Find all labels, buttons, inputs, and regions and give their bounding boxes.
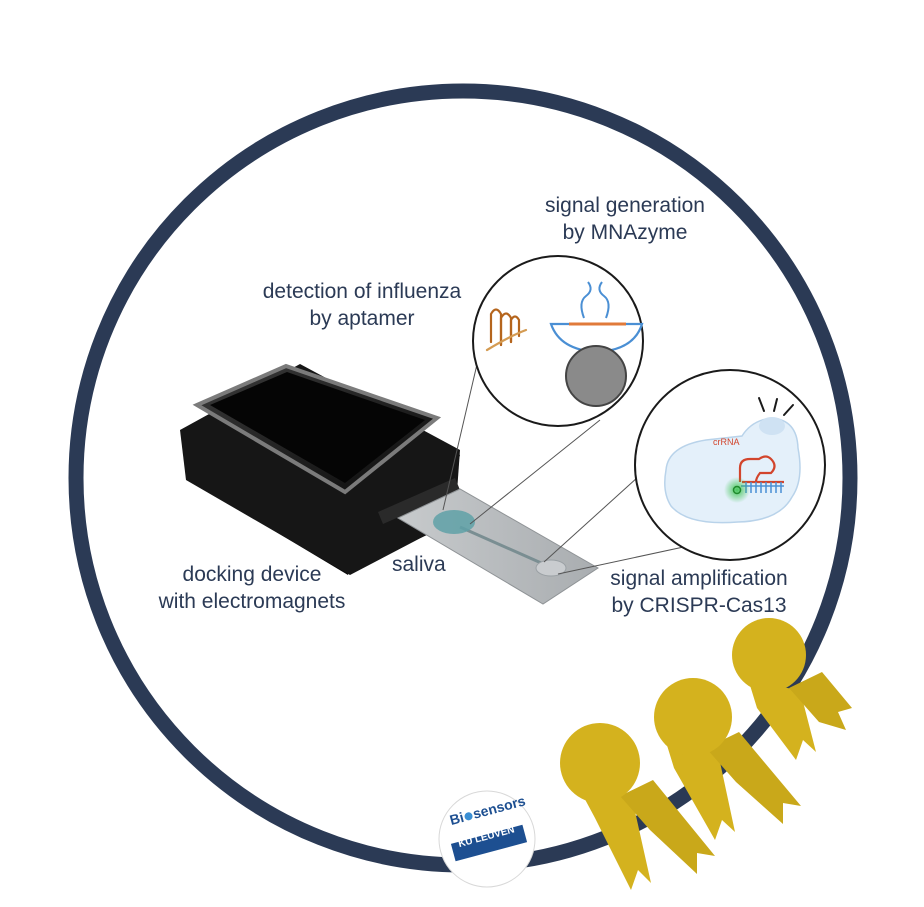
label-crrna: crRNA bbox=[713, 437, 740, 447]
label-docking-line2: with electromagnets bbox=[158, 590, 346, 613]
award-ribbons bbox=[560, 618, 852, 890]
device-slot bbox=[378, 478, 460, 524]
mnazyme-icon bbox=[549, 281, 644, 354]
award-ribbon-icon bbox=[560, 723, 715, 890]
label-crispr-line1: signal amplification bbox=[610, 567, 788, 590]
label-aptamer-line2: by aptamer bbox=[309, 307, 415, 330]
device-top-screen bbox=[210, 372, 425, 483]
label-mnazyme-line2: by MNAzyme bbox=[562, 221, 688, 244]
label-aptamer-line1: detection of influenza bbox=[262, 280, 462, 303]
label-mnazyme-line1: signal generation bbox=[545, 194, 705, 217]
cas13-lobe bbox=[759, 417, 785, 435]
zoom-circle-crispr bbox=[634, 369, 826, 561]
docking-device bbox=[180, 363, 460, 575]
fluorophore-icon bbox=[732, 485, 742, 495]
label-crispr-line2: by CRISPR-Cas13 bbox=[611, 594, 787, 617]
label-docking-line1: docking device bbox=[182, 563, 322, 586]
magnetic-bead-icon bbox=[565, 345, 627, 407]
label-crispr: signal amplification by CRISPR-Cas13 bbox=[586, 565, 812, 619]
award-ribbon-icon bbox=[654, 678, 801, 840]
test-strip bbox=[396, 488, 599, 605]
cas13-protein-icon bbox=[664, 417, 801, 524]
biosensors-logo bbox=[438, 790, 536, 888]
strip-channel bbox=[459, 525, 549, 568]
aptamer-icon bbox=[485, 308, 528, 352]
label-docking: docking device with electromagnets bbox=[127, 561, 377, 615]
cleavage-signal-icon bbox=[758, 397, 794, 416]
strip-detection-zone bbox=[535, 559, 567, 577]
strip-chamber bbox=[433, 510, 475, 534]
fluorescence-glow bbox=[724, 477, 750, 503]
label-mnazyme: signal generation by MNAzyme bbox=[510, 192, 740, 246]
crrna-icon bbox=[738, 455, 784, 484]
zoom-circle-mnazyme bbox=[472, 255, 644, 427]
award-ribbon-icon bbox=[732, 618, 852, 760]
label-aptamer: detection of influenza by aptamer bbox=[232, 278, 492, 332]
device-top-frame bbox=[192, 363, 442, 495]
label-saliva: saliva bbox=[392, 553, 446, 576]
connector-lines bbox=[442, 359, 717, 575]
